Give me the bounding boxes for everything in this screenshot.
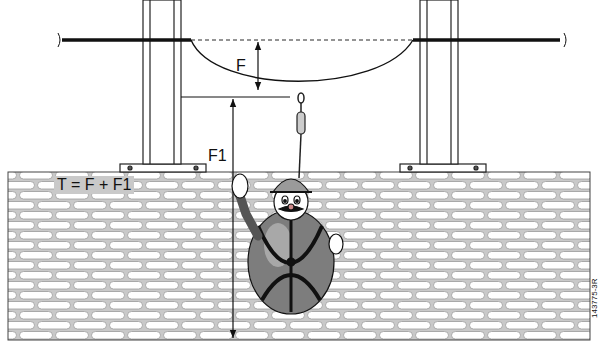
extension-line xyxy=(181,97,290,98)
figure-number: 143775-3R xyxy=(591,278,599,318)
worker-figure xyxy=(232,174,343,314)
height-dimension xyxy=(232,99,233,338)
sag-dimension xyxy=(257,42,258,90)
height-label: F1 xyxy=(208,148,227,164)
brick-wall xyxy=(8,172,590,340)
lanyard xyxy=(297,93,305,178)
sag-label: F xyxy=(236,58,246,74)
left-post xyxy=(120,0,206,172)
lifeline xyxy=(58,33,566,81)
formula-label: T = F + F1 xyxy=(54,176,134,194)
right-post xyxy=(400,0,486,172)
